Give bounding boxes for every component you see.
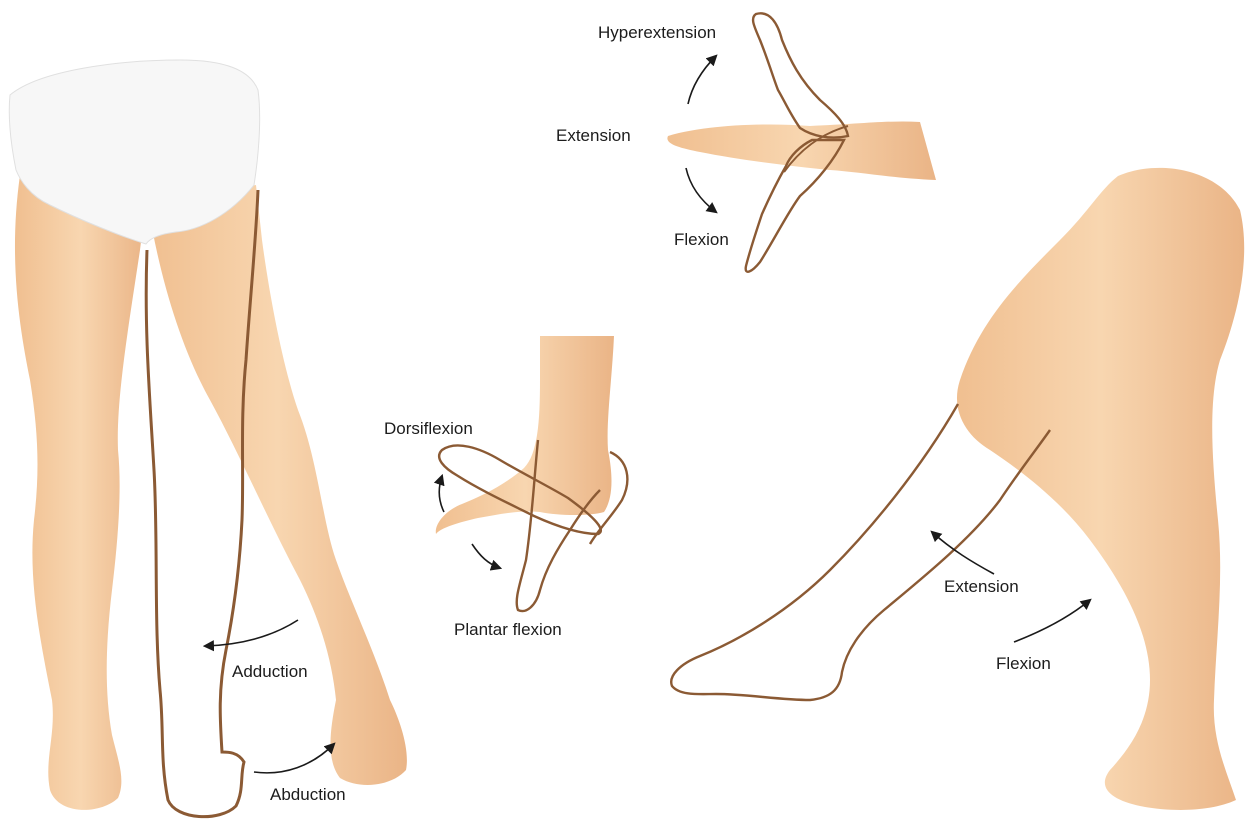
flexed-leg	[957, 168, 1244, 810]
ankle-figure	[436, 336, 628, 611]
adduction-arrow	[205, 620, 298, 646]
wrist-flexion-arrow	[686, 168, 716, 212]
knee-flexion-label: Flexion	[996, 655, 1051, 672]
abduction-label: Abduction	[270, 786, 346, 803]
adduction-label: Adduction	[232, 663, 308, 680]
wrist-extension-label: Extension	[556, 127, 631, 144]
wrist-flexion-label: Flexion	[674, 231, 729, 248]
knee-extension-label: Extension	[944, 578, 1019, 595]
right-abducted-leg	[148, 185, 407, 785]
plantar-flexion-label: Plantar flexion	[454, 621, 562, 638]
dorsiflexion-label: Dorsiflexion	[384, 420, 473, 437]
left-standing-leg	[15, 175, 146, 810]
hip-legs-figure	[9, 60, 407, 817]
abduction-arrow	[254, 744, 334, 773]
hyperextension-label: Hyperextension	[598, 24, 716, 41]
hyperextended-hand-outline	[753, 13, 848, 137]
dorsiflexion-arrow	[439, 476, 444, 512]
knee-extension-arrow	[932, 532, 994, 574]
hyperextension-arrow	[688, 56, 716, 104]
plantar-flexion-arrow	[472, 544, 500, 568]
knee-flexion-arrow	[1014, 600, 1090, 642]
